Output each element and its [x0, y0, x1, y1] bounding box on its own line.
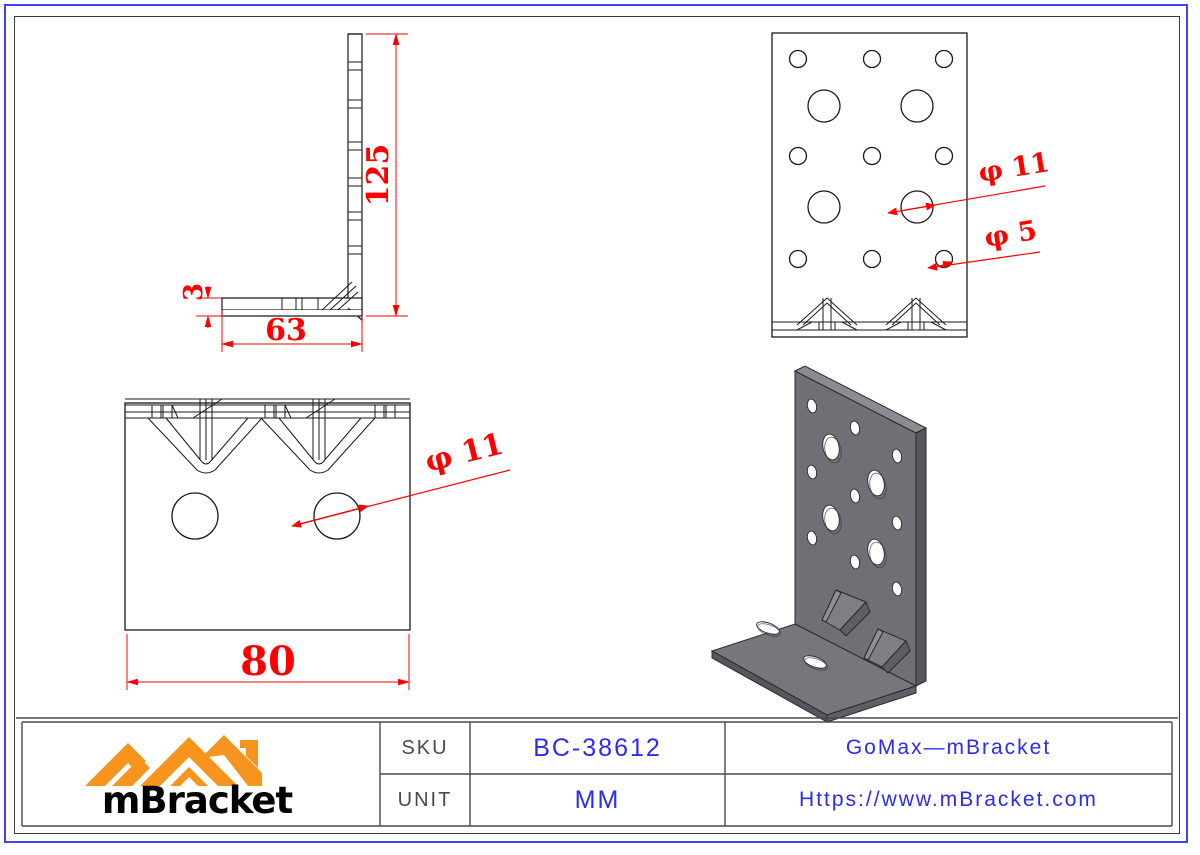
callout-phi-11-bottom: φ 11 [421, 427, 506, 480]
title-block-label-sku: SKU [401, 736, 449, 759]
title-block-brand: GoMax—mBracket [845, 736, 1052, 759]
bottom-view-callout [291, 469, 511, 528]
title-block-label-unit: UNIT [397, 788, 453, 811]
sheet-inner-frame [14, 16, 1180, 834]
title-block-grid [16, 717, 1178, 827]
front-view-callouts [887, 185, 1046, 271]
side-view-dimensions [196, 33, 408, 352]
title-block-value-sku: BC-38612 [533, 733, 662, 762]
callout-phi-11-front: φ 11 [976, 147, 1051, 189]
logo-roof-icon [85, 735, 262, 786]
title-block-value-unit: MM [574, 785, 621, 814]
dimension-63: 63 [265, 313, 307, 348]
sheet-outer-border [4, 4, 1188, 843]
dimension-3: 3 [179, 283, 209, 301]
bottom-view-dimensions [126, 634, 410, 690]
bottom-plan-view [124, 398, 411, 631]
front-elevation-view [771, 32, 968, 338]
logo-wordmark: mBracket [101, 779, 293, 822]
side-section-view [221, 33, 363, 322]
brand-logo: mBracket [22, 722, 372, 826]
isometric-3d-view [710, 365, 928, 723]
dimension-125: 125 [361, 144, 396, 207]
dimension-80: 80 [240, 638, 296, 685]
callout-phi-5-front: φ 5 [982, 215, 1039, 254]
title-block-website[interactable]: Https://www.mBracket.com [799, 788, 1098, 811]
